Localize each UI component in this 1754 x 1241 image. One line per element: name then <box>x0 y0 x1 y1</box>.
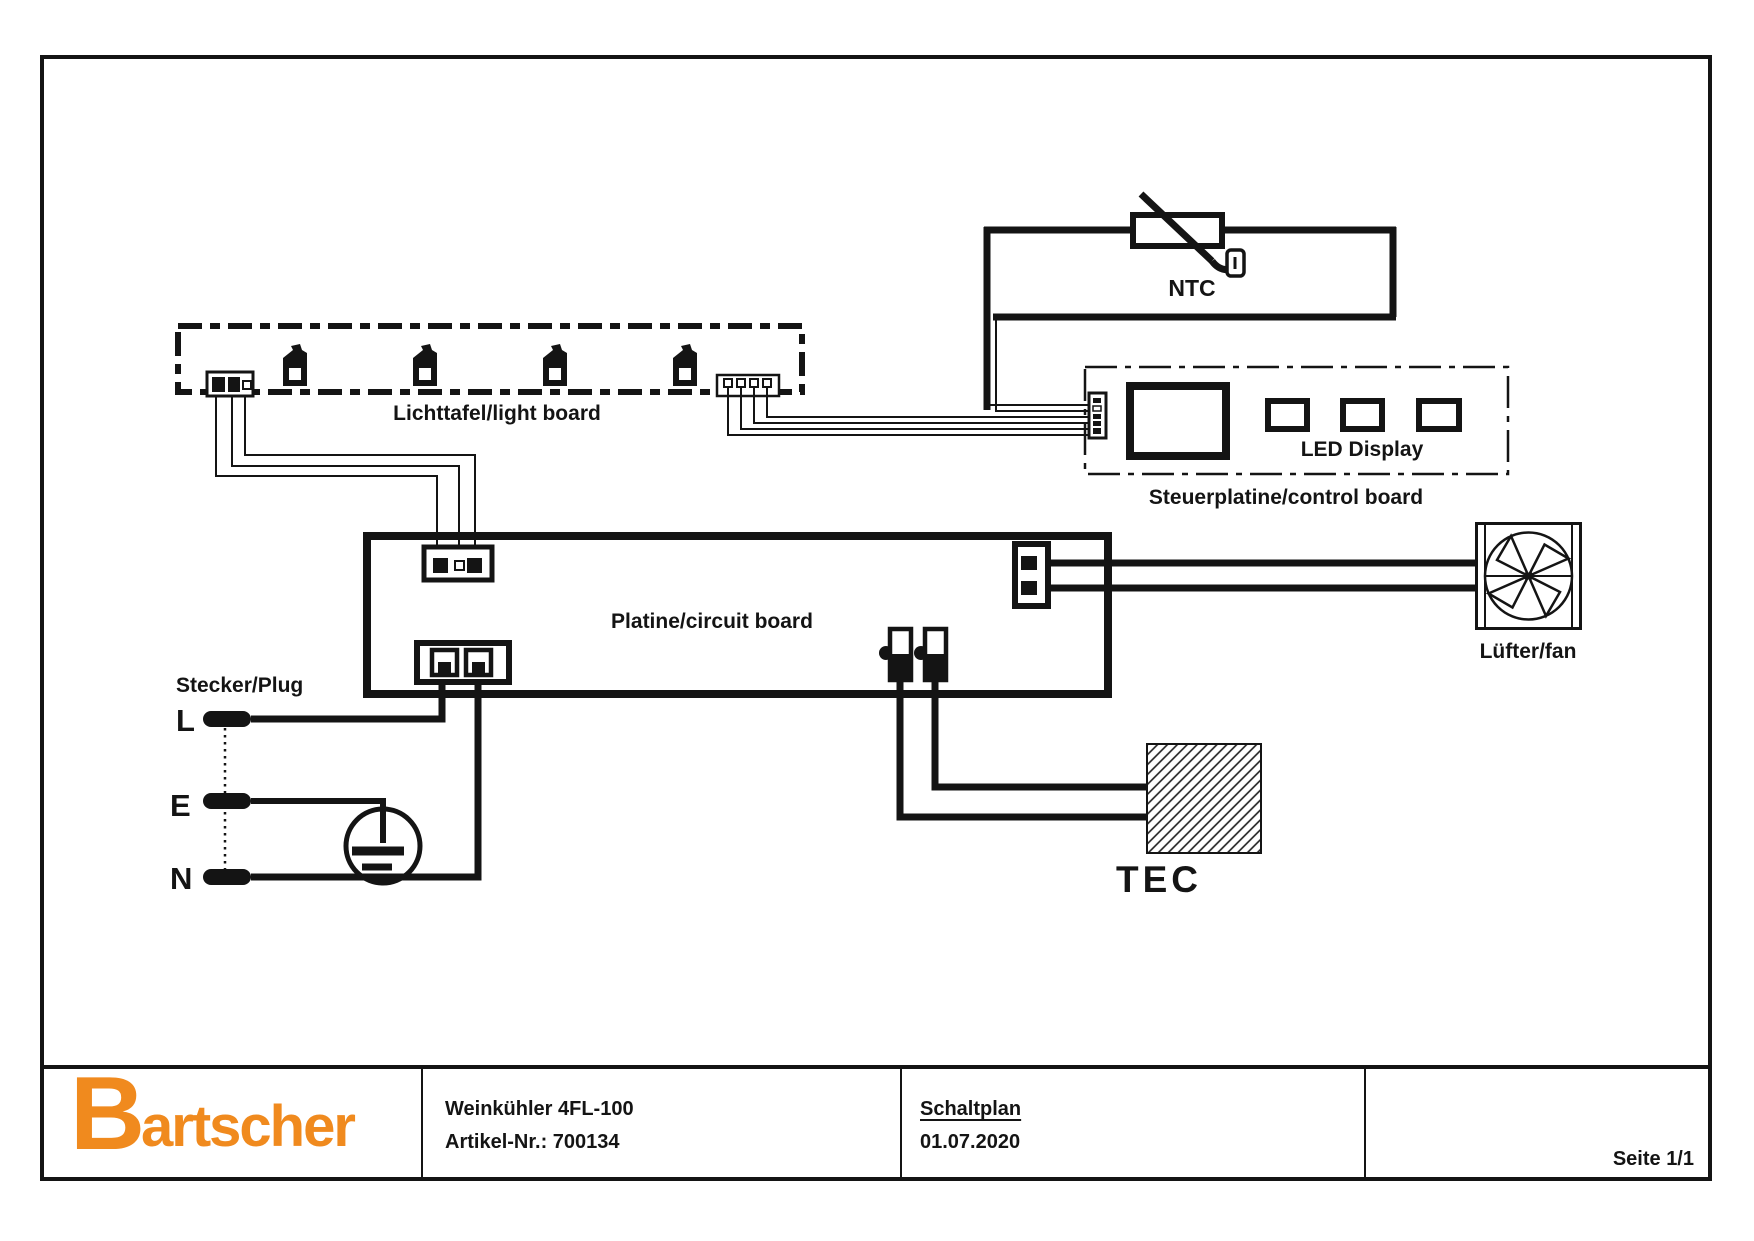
title-block-model-cell: Weinkühler 4FL-100 Artikel-Nr.: 700134 <box>421 1069 900 1179</box>
fan-blades-icon <box>1485 533 1572 619</box>
page-border <box>40 55 1712 1181</box>
control-board-connector <box>1087 391 1108 440</box>
circuit-board-label: Platine/circuit board <box>611 610 813 633</box>
ntc-diagonal <box>1138 191 1215 264</box>
document-title: Schaltplan <box>920 1098 1022 1120</box>
bartscher-logo: B artscher <box>42 1056 421 1179</box>
led-display-label: LED Display <box>1301 438 1424 461</box>
wire-tec-2 <box>931 678 1149 791</box>
circuit-board-outline <box>363 532 1112 698</box>
lamp-icon <box>413 344 437 386</box>
earth-ground-icon <box>343 806 423 886</box>
light-board-left-connector <box>205 370 255 398</box>
board-terminal-tec-1 <box>879 626 914 683</box>
control-board: LED Display Steuerplatine/control board <box>1083 365 1510 509</box>
model-name: Weinkühler 4FL-100 <box>445 1098 634 1120</box>
bartscher-logo-b: B <box>70 1056 146 1172</box>
light-board-right-connector <box>715 373 781 398</box>
terminal-l-lug <box>203 711 251 727</box>
light-board: Lichttafel/light board <box>175 323 805 425</box>
title-block-logo-cell: B artscher <box>42 1056 421 1179</box>
circuit-board: Platine/circuit board <box>363 532 1112 698</box>
wire-n <box>251 680 482 881</box>
wire-l <box>251 680 446 723</box>
wire-tec-1 <box>896 678 1149 821</box>
board-connector-top-left <box>421 544 495 583</box>
terminal-e-label: E <box>170 788 191 823</box>
article-number: Artikel-Nr.: 700134 <box>445 1131 620 1153</box>
board-connector-right <box>1012 541 1051 609</box>
board-terminal-tec-2 <box>914 626 949 683</box>
control-board-outline <box>1083 365 1510 476</box>
title-block-doc-cell: Schaltplan 01.07.2020 <box>900 1069 1364 1179</box>
terminal-n-label: N <box>170 861 192 896</box>
control-button <box>1265 398 1310 432</box>
terminal-l-label: L <box>176 703 195 738</box>
page-indicator: Seite 1/1 <box>1612 1148 1694 1170</box>
document-date: 01.07.2020 <box>920 1131 1021 1153</box>
ntc-resistor-body <box>1130 212 1225 249</box>
fan-label: Lüfter/fan <box>1480 640 1577 663</box>
fan <box>1475 522 1582 630</box>
wire-e <box>251 798 386 843</box>
wires-lightboard-to-controlboard <box>727 396 1090 436</box>
lamp-icon <box>283 344 307 386</box>
light-board-label: Lichttafel/light board <box>393 402 601 425</box>
terminal-n-lug <box>203 869 251 885</box>
ntc-label: NTC <box>1168 275 1215 301</box>
control-board-label: Steuerplatine/control board <box>1149 486 1423 509</box>
lamp-icon <box>673 344 697 386</box>
terminal-e-lug <box>203 793 251 809</box>
lamp-icon <box>543 344 567 386</box>
ntc-sensor: NTC <box>983 191 1397 412</box>
bartscher-logo-text: artscher <box>141 1094 356 1159</box>
tec-block <box>1146 743 1262 854</box>
plug-section: Stecker/Plug L E N <box>170 674 303 896</box>
wires-lightboard-to-circuitboard <box>215 396 476 558</box>
board-connector-bottom-left <box>414 640 512 685</box>
control-button <box>1340 398 1385 432</box>
tec-label: TEC <box>1116 859 1202 900</box>
display-window <box>1126 382 1230 460</box>
plug-label: Stecker/Plug <box>176 674 303 697</box>
power-wires <box>251 559 1478 881</box>
control-button <box>1416 398 1462 432</box>
title-block: B artscher Weinkühler 4FL-100 Artikel-Nr… <box>42 1056 1710 1179</box>
light-board-outline <box>175 323 805 395</box>
title-block-page-cell: Seite 1/1 <box>1364 1069 1710 1179</box>
